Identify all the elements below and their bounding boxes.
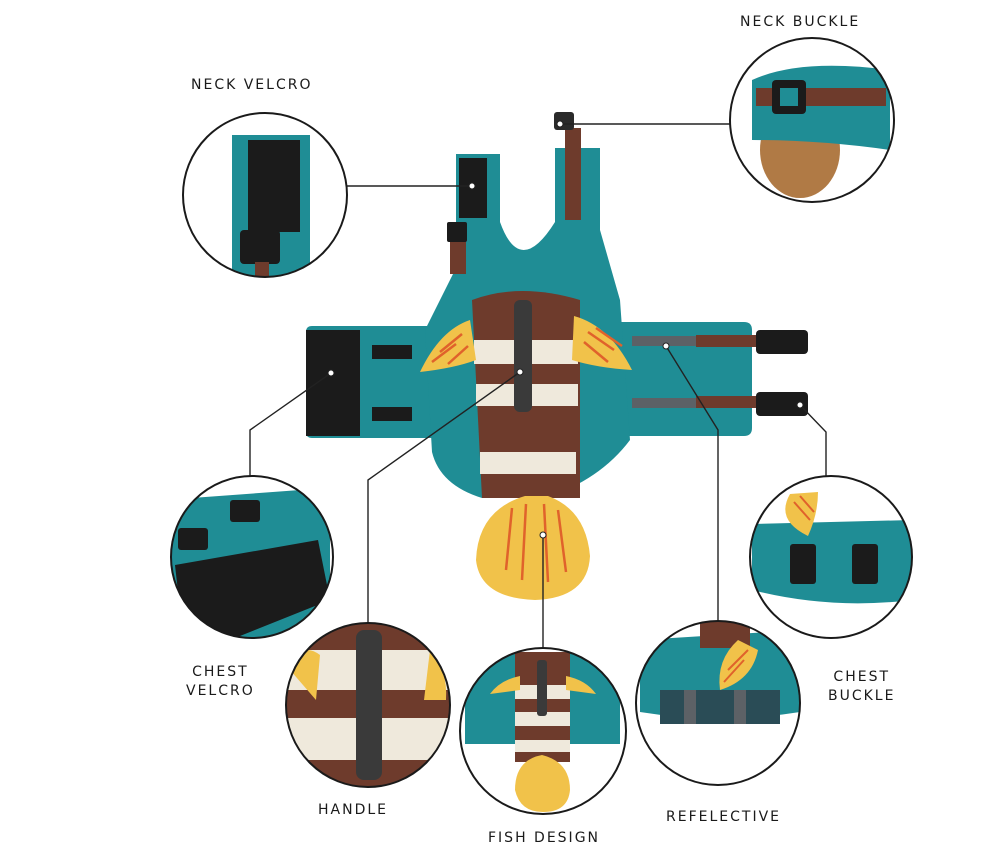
label-handle: HANDLE xyxy=(318,802,389,818)
vest-handle xyxy=(514,300,532,412)
label-neck-buckle: NECK BUCKLE xyxy=(740,14,861,30)
neck-strap-left xyxy=(450,240,466,274)
chest-velcro-patch xyxy=(306,330,360,436)
main-vest xyxy=(306,112,808,600)
callout-lines xyxy=(249,123,827,648)
neck-buckle-left xyxy=(447,222,467,242)
label-reflective: REFELECTIVE xyxy=(666,809,781,825)
reflective-strip-bottom xyxy=(632,398,696,408)
detail-chest-velcro xyxy=(170,475,334,639)
label-chest-buckle: CHEST BUCKLE xyxy=(828,668,895,706)
chest-buckle-top xyxy=(756,330,808,354)
detail-neck-velcro xyxy=(182,112,348,278)
neck-strap-right xyxy=(565,128,581,220)
detail-reflective xyxy=(635,620,801,786)
line-chest-buckle xyxy=(799,404,827,476)
line-handle xyxy=(367,371,521,623)
line-chest-velcro xyxy=(249,372,332,476)
detail-neck-buckle xyxy=(729,37,895,203)
label-neck-velcro: NECK VELCRO xyxy=(191,77,313,93)
label-fish-design: FISH DESIGN xyxy=(488,830,601,846)
chest-strap-bottom xyxy=(696,396,758,408)
chest-buckle-bottom xyxy=(756,392,808,416)
label-chest-velcro-line1: CHEST xyxy=(192,664,249,680)
line-reflective xyxy=(665,345,719,621)
fish-tail xyxy=(476,496,590,600)
neck-buckle-top xyxy=(554,112,574,130)
reflective-strip-top xyxy=(632,336,696,346)
label-chest-buckle-line2: BUCKLE xyxy=(828,688,896,704)
label-chest-velcro-line2: VELCRO xyxy=(186,683,255,699)
label-chest-buckle-line1: CHEST xyxy=(833,669,891,685)
label-chest-velcro: CHEST VELCRO xyxy=(186,663,255,701)
detail-handle xyxy=(285,622,451,788)
callout-dots xyxy=(327,120,804,539)
detail-chest-buckle xyxy=(749,475,913,639)
chest-strap-top xyxy=(696,335,758,347)
detail-fish-design xyxy=(459,647,627,815)
